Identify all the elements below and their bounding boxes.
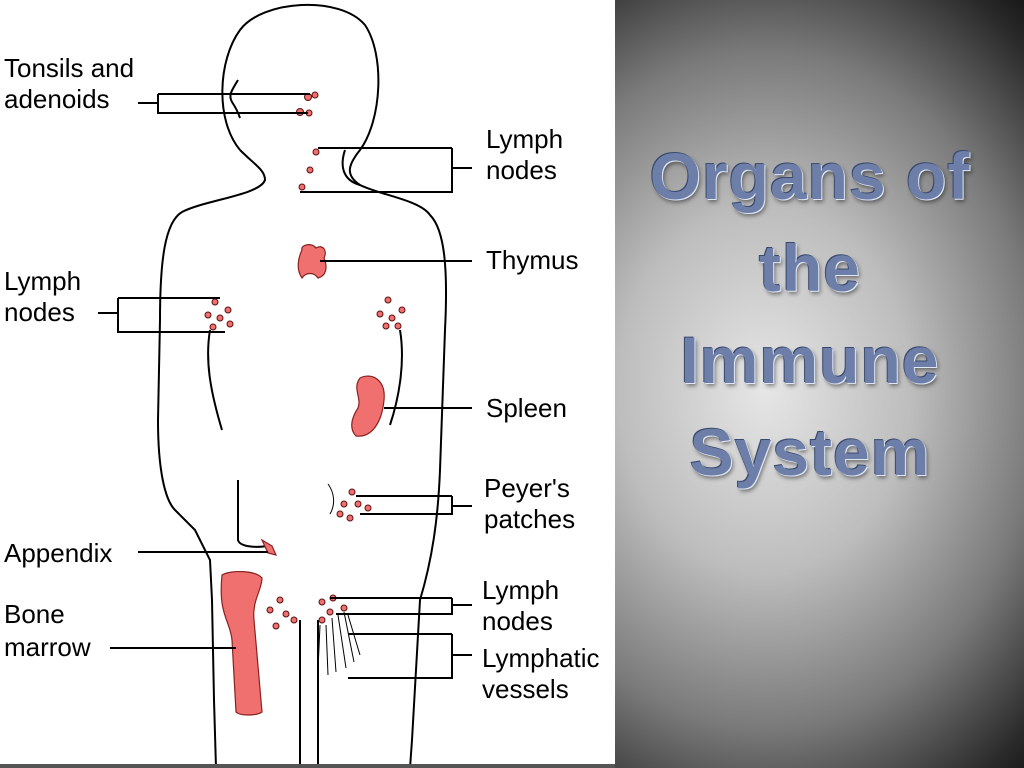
vessel [337, 614, 347, 669]
groin-node [340, 604, 348, 612]
arm-node [384, 296, 392, 304]
label-tonsils-1: Tonsils and [4, 53, 134, 83]
leader-lines [98, 93, 472, 679]
groin-node [318, 616, 326, 624]
body-diagram-svg: Tonsils and adenoids Lymph nodes Thymus … [4, 3, 600, 768]
lymph-groin-leader [330, 597, 472, 615]
neck-node [298, 183, 306, 191]
bone-marrow-organ [220, 571, 263, 716]
title-line-3: Immune [680, 323, 940, 397]
label-spleen: Spleen [486, 393, 567, 423]
arm-node [204, 311, 212, 319]
label-lymph-groin-1: Lymph [482, 575, 559, 605]
vessel [317, 624, 321, 671]
groin-node [326, 608, 334, 616]
arm-node [376, 310, 384, 318]
left-arm-line [207, 329, 223, 431]
peyers-node [354, 500, 362, 508]
thymus-organ [297, 244, 327, 280]
arm-node [224, 306, 232, 314]
label-lymph-neck-1: Lymph [486, 124, 563, 154]
body-outline [156, 3, 448, 768]
peyers-node [336, 510, 344, 518]
immune-system-diagram: Tonsils and adenoids Lymph nodes Thymus … [0, 3, 615, 768]
diagram-bottom-border [0, 764, 615, 768]
label-lymph-arm-2: nodes [4, 297, 75, 327]
title-panel: Organs of the Immune System [615, 0, 1024, 768]
peyers-leader [356, 495, 472, 515]
vessel [331, 617, 337, 673]
groin-node [318, 598, 326, 606]
label-bone-marrow-1: Bone [4, 599, 65, 629]
label-peyers-1: Peyer's [484, 473, 570, 503]
groin-node [290, 616, 298, 624]
groin-node [272, 622, 280, 630]
appendix-organ [260, 538, 278, 556]
tonsil-node [311, 91, 319, 99]
arm-node [211, 298, 219, 306]
arm-node [216, 314, 224, 322]
vessel [325, 624, 329, 676]
label-tonsils-2: adenoids [4, 84, 110, 114]
title-line-1: Organs of [649, 139, 971, 213]
vessel [343, 611, 355, 663]
arm-node [398, 306, 406, 314]
spleen-organ [351, 375, 385, 437]
neck-node [312, 148, 320, 156]
title-line-4: System [689, 415, 931, 489]
groin-node [282, 610, 290, 618]
label-lymph-groin-2: nodes [482, 606, 553, 636]
label-lymph-arm-1: Lymph [4, 266, 81, 296]
peyers-node [346, 514, 354, 522]
peyers-node [340, 500, 348, 508]
label-appendix: Appendix [4, 538, 112, 568]
lymphatic-vessel-lines [317, 483, 361, 676]
body-left-edge [156, 149, 267, 768]
title-line-2: the [759, 231, 861, 305]
peyers-node [364, 504, 372, 512]
neck-node [306, 166, 314, 174]
label-lymphatic-vessels-2: vessels [482, 674, 569, 704]
lymph-neck-leader [300, 147, 472, 193]
arm-node [382, 322, 390, 330]
arm-node [388, 314, 396, 322]
label-thymus: Thymus [486, 245, 578, 275]
peyers-node [348, 488, 356, 496]
organs [220, 244, 385, 716]
arm-node [226, 320, 234, 328]
neck-line [341, 149, 361, 186]
lymph-arm-leader [98, 297, 225, 333]
right-arm-line [389, 329, 403, 426]
arm-node [394, 322, 402, 330]
intestine-line [327, 483, 335, 515]
lymph-node-clusters [204, 91, 406, 630]
groin-node [276, 596, 284, 604]
body-right-edge [221, 3, 448, 768]
label-lymph-neck-2: nodes [486, 155, 557, 185]
vessels-leader [348, 633, 472, 679]
tonsils-leader [138, 93, 310, 114]
slide-title: Organs of the Immune System [615, 130, 1005, 498]
label-peyers-2: patches [484, 504, 575, 534]
groin-node [266, 606, 274, 614]
arm-node [209, 323, 217, 331]
label-bone-marrow-2: marrow [4, 632, 91, 662]
label-lymphatic-vessels-1: Lymphatic [482, 643, 600, 673]
abdomen-line [237, 480, 271, 548]
